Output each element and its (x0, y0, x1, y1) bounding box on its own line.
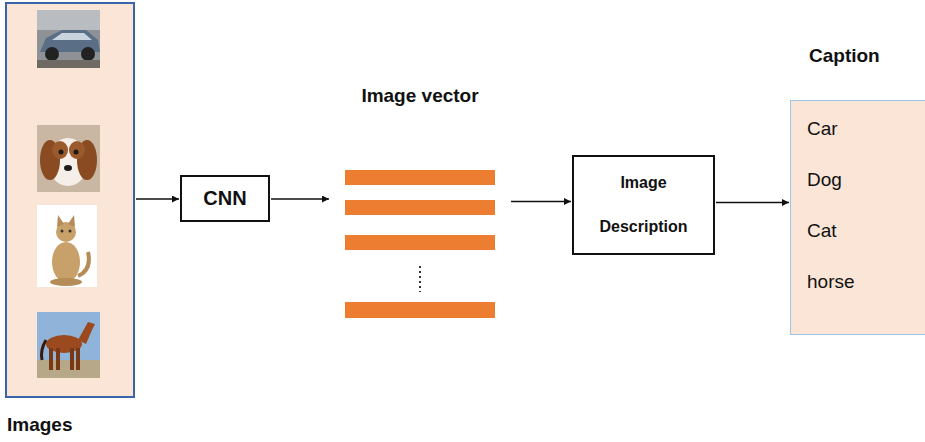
label-text: Car (807, 103, 838, 154)
label-text: horse (807, 256, 855, 307)
car-thumbnail (37, 10, 100, 68)
vector-group: Image vector (330, 165, 510, 325)
arrow-connector (271, 198, 329, 200)
cat-thumbnail (37, 205, 97, 287)
image-panel: Images (5, 2, 135, 398)
arrow-connector (511, 201, 571, 203)
label-text: Dog (807, 154, 842, 205)
process-box: Image Description (572, 155, 715, 255)
panel-fill (6, 3, 134, 397)
dog-thumbnail (37, 125, 100, 192)
vector-bars (345, 170, 495, 318)
arrow-connector (136, 198, 179, 200)
process-box: CNN (180, 175, 270, 222)
ellipsis-dots (419, 266, 421, 292)
heading: Images (7, 414, 72, 436)
heading: Image vector (330, 85, 510, 107)
horse-thumbnail (37, 312, 100, 378)
heading: Caption (809, 45, 880, 67)
caption-box: CaptionCarDogCathorse (790, 100, 925, 335)
arrow-connector (716, 202, 789, 204)
label-text: Cat (807, 205, 837, 256)
label-text: CNN (203, 187, 246, 210)
label-text: Image Description (592, 161, 696, 249)
